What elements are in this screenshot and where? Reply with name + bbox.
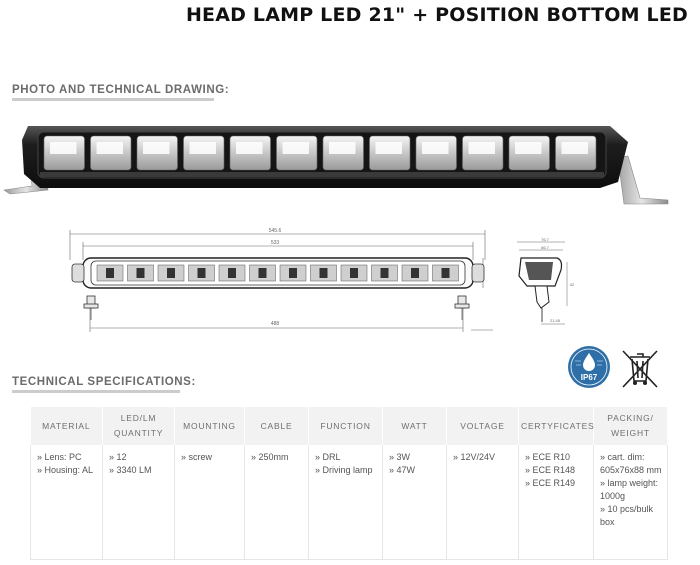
cell-line: » Housing: AL	[37, 465, 94, 475]
lens-grid-core	[228, 268, 236, 278]
lens-grid-core	[197, 268, 206, 278]
led-reflection	[515, 142, 542, 154]
cell-line: » ECE R149	[525, 478, 576, 488]
table-row: » Lens: PC » Housing: AL » 12 » 3340 LM …	[30, 445, 668, 560]
section-underline	[12, 98, 214, 101]
section-title-photo-text: PHOTO AND TECHNICAL DRAWING:	[12, 84, 230, 96]
lens-grid-core	[350, 268, 358, 278]
technical-drawing-side: 76.7 66.7 42 21.45	[517, 237, 575, 325]
led-reflection	[143, 142, 170, 154]
page-title: HEAD LAMP LED 21" + POSITION BOTTOM LED	[185, 4, 688, 26]
led-reflection	[375, 142, 402, 154]
cell-packing-weight: » cart. dim: 605x76x88 mm » lamp weight:…	[593, 445, 668, 560]
lens-grid-core	[441, 268, 450, 278]
lens-grid-core	[319, 268, 328, 278]
led-reflection	[236, 142, 263, 154]
cell-line: » 12V/24V	[453, 452, 496, 462]
led-reflection	[329, 142, 356, 154]
section-underline	[12, 390, 180, 393]
cell-line: » ECE R148	[525, 465, 576, 475]
lens-grid-core	[289, 268, 297, 278]
section-title-specs-text: TECHNICAL SPECIFICATIONS:	[12, 376, 196, 388]
cell-voltage: » 12V/24V	[446, 445, 519, 560]
lens-grid-core	[106, 268, 114, 278]
section-title-specs: TECHNICAL SPECIFICATIONS:	[12, 376, 196, 393]
product-photo	[3, 126, 669, 205]
header-cell: LED/LM QUANTITY	[102, 407, 175, 445]
cell-line: » lamp weight: 1000g	[600, 478, 659, 501]
cell-line: » 250mm	[251, 452, 289, 462]
cell-led-lm: » 12 » 3340 LM	[102, 445, 175, 560]
cell-line: » 12	[109, 452, 127, 462]
cell-watt: » 3W » 47W	[382, 445, 447, 560]
lens-grid-core	[258, 268, 267, 278]
header-cell: WATT	[382, 407, 447, 445]
cell-material: » Lens: PC » Housing: AL	[30, 445, 103, 560]
table-header-row: MATERIAL LED/LM QUANTITY MOUNTING CABLE …	[30, 407, 668, 445]
header-cell: CERTYFICATES	[518, 407, 594, 445]
lens-grid-core	[380, 268, 389, 278]
header-cell: PACKING/ WEIGHT	[593, 407, 668, 445]
dim-side-height: 42	[570, 282, 575, 287]
specifications-table: MATERIAL LED/LM QUANTITY MOUNTING CABLE …	[30, 407, 668, 560]
header-cell: FUNCTION	[308, 407, 383, 445]
header-cell: VOLTAGE	[446, 407, 519, 445]
cell-line: » 10 pcs/bulk box	[600, 504, 654, 527]
led-reflection	[561, 142, 588, 154]
lens-grid-core	[136, 268, 145, 278]
cell-line: » ECE R10	[525, 452, 571, 462]
header-cell: MATERIAL	[30, 407, 103, 445]
cell-mounting: » screw	[174, 445, 245, 560]
cell-line: » screw	[181, 452, 213, 462]
lens-grid-core	[167, 268, 175, 278]
dim-overall: 545.6	[269, 228, 282, 234]
led-reflection	[422, 142, 449, 154]
dim-mount: 488	[271, 321, 280, 327]
header-cell: CABLE	[244, 407, 309, 445]
dim-side-mid: 66.7	[541, 245, 550, 250]
lens-grid-core	[411, 268, 419, 278]
led-reflection	[96, 142, 123, 154]
section-title-photo: PHOTO AND TECHNICAL DRAWING:	[12, 84, 230, 101]
led-reflection	[50, 142, 77, 154]
cell-function: » DRL » Driving lamp	[308, 445, 383, 560]
cell-line: » 3W	[389, 452, 411, 462]
weee-crossed-bin-icon	[622, 350, 658, 388]
cell-line: » Driving lamp	[315, 465, 373, 475]
cell-line: » 3340 LM	[109, 465, 152, 475]
ip-rating-label: IP67	[581, 373, 598, 382]
cell-certificates: » ECE R10 » ECE R148 » ECE R149	[518, 445, 594, 560]
cell-line: » DRL	[315, 452, 341, 462]
cell-line: » 47W	[389, 465, 416, 475]
cell-line: » Lens: PC	[37, 452, 82, 462]
dim-side-top: 76.7	[541, 237, 550, 242]
header-cell: MOUNTING	[174, 407, 245, 445]
ip67-badge-icon: IP67	[568, 346, 610, 388]
technical-drawing-front: 545.6 533 488	[69, 228, 493, 332]
cell-cable: » 250mm	[244, 445, 309, 560]
led-reflection	[282, 142, 309, 154]
led-reflection	[468, 142, 495, 154]
cell-line: » cart. dim: 605x76x88 mm	[600, 452, 662, 475]
dim-side-bottom: 21.45	[550, 318, 561, 323]
led-reflection	[189, 142, 216, 154]
dim-inner: 533	[271, 240, 280, 246]
